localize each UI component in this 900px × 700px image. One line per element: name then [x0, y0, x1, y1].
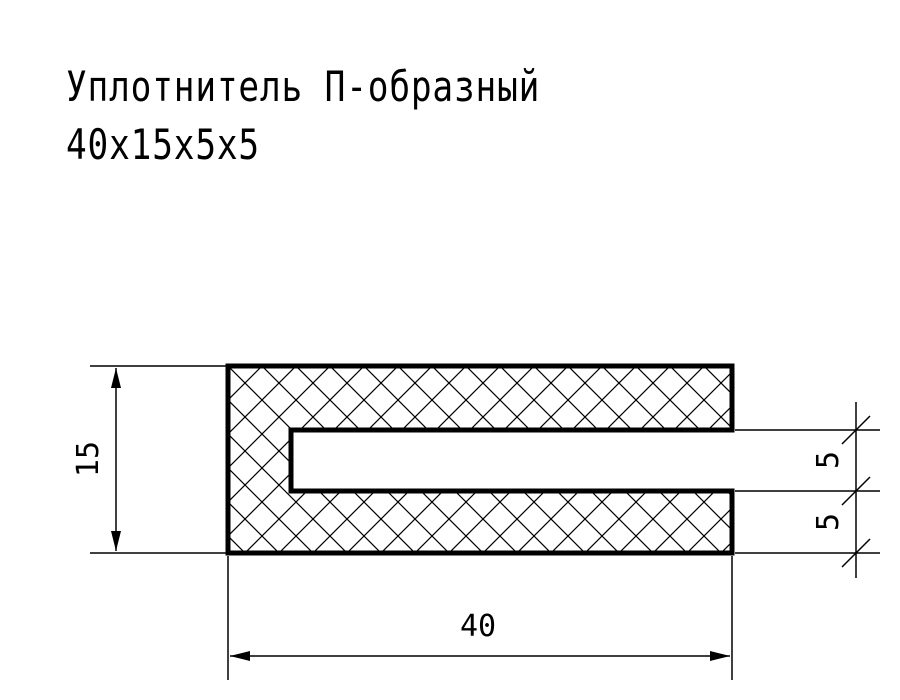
drawing-title: Уплотнитель П-образный 40x15x5x5	[66, 58, 540, 174]
height-dimension-label: 15	[71, 441, 106, 477]
width-dimension-label: 40	[460, 609, 496, 644]
slot-dimensions: 5 5	[735, 402, 880, 578]
bottom-thickness-label: 5	[811, 513, 846, 531]
title-line-name: Уплотнитель П-образный	[66, 62, 541, 111]
height-dimension: 15	[71, 365, 228, 554]
u-profile-section	[225, 363, 735, 556]
title-line-size: 40x15x5x5	[66, 120, 260, 169]
width-dimension: 40	[227, 556, 733, 680]
slot-height-label: 5	[811, 451, 846, 469]
